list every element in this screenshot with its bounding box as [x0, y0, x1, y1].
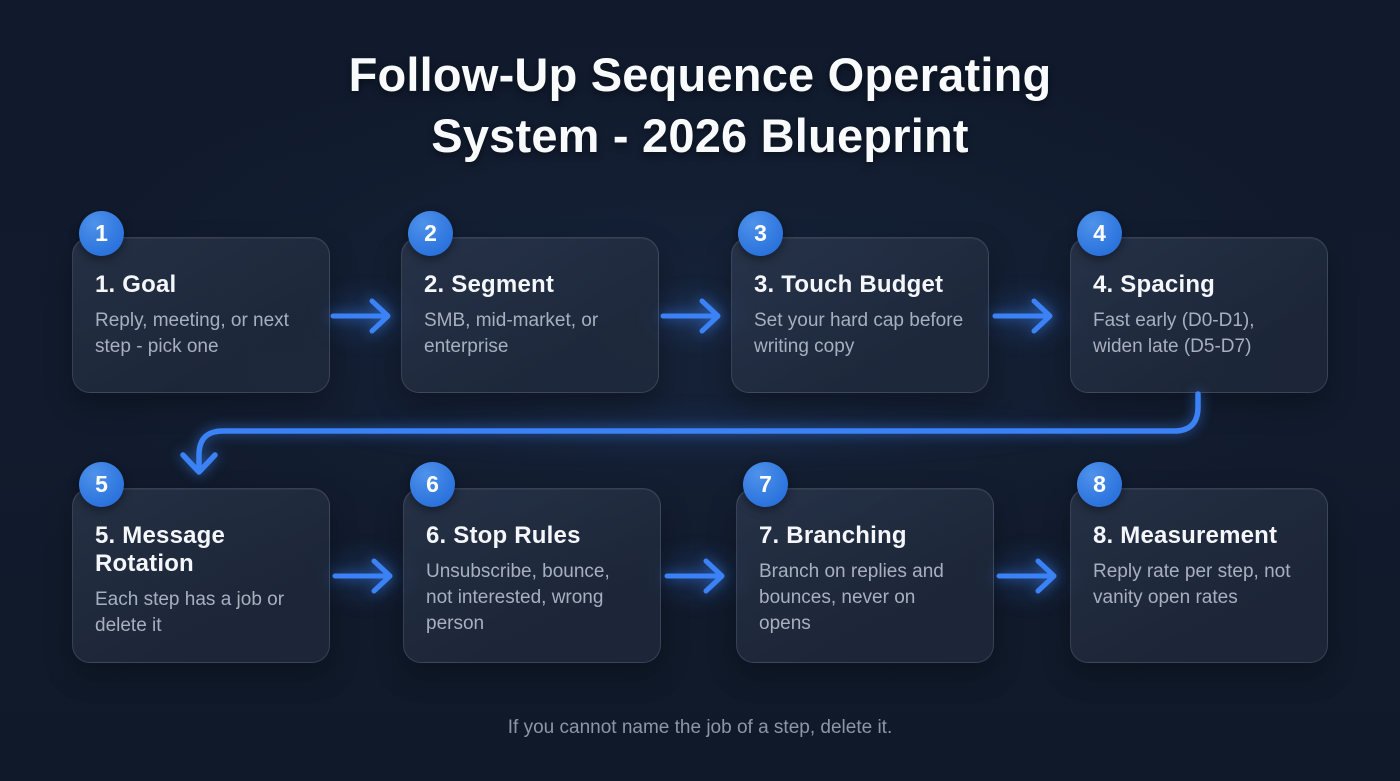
arrow-right-icon	[664, 554, 736, 598]
arrow-right-icon	[660, 294, 732, 338]
step-description: Fast early (D0-D1), widen late (D5-D7)	[1093, 310, 1255, 357]
step-title: 7. Branching	[759, 522, 907, 549]
step-description: Set your hard cap before writing copy	[754, 310, 964, 357]
arrow-right-icon	[330, 294, 402, 338]
step-number-badge: 4	[1077, 211, 1122, 256]
step-number-badge: 6	[410, 462, 455, 507]
step-card-segment: 2 2. Segment SMB, mid-market, or enterpr…	[401, 211, 659, 393]
step-number-badge: 1	[79, 211, 124, 256]
step-card-message-rotation: 5 5. Message Rotation Each step has a jo…	[72, 462, 330, 663]
step-number-badge: 7	[743, 462, 788, 507]
step-description: Reply, meeting, or next step - pick one	[95, 310, 289, 357]
step-number-badge: 2	[408, 211, 453, 256]
step-title: 5. Message Rotation	[95, 522, 226, 577]
page-title-line1: Follow-Up Sequence Operating	[348, 48, 1052, 101]
step-number-badge: 3	[738, 211, 783, 256]
row-wrap-connector-arrow	[160, 391, 1240, 485]
step-description: Each step has a job or delete it	[95, 589, 285, 636]
step-title: 8. Measurement	[1093, 522, 1278, 549]
step-number-badge: 8	[1077, 462, 1122, 507]
arrow-right-icon	[332, 554, 404, 598]
step-card-spacing: 4 4. Spacing Fast early (D0-D1), widen l…	[1070, 211, 1328, 393]
step-description: Branch on replies and bounces, never on …	[759, 561, 944, 634]
step-title: 4. Spacing	[1093, 271, 1216, 298]
step-description: Reply rate per step, not vanity open rat…	[1093, 561, 1291, 608]
step-title: 6. Stop Rules	[426, 522, 581, 549]
footer-note: If you cannot name the job of a step, de…	[507, 717, 893, 738]
arrow-right-icon	[992, 294, 1064, 338]
arrow-right-icon	[996, 554, 1068, 598]
step-title: 3. Touch Budget	[754, 271, 944, 298]
step-number-badge: 5	[79, 462, 124, 507]
page-title: Follow-Up Sequence Operating System - 20…	[0, 44, 1400, 166]
step-card-goal: 1 1. Goal Reply, meeting, or next step -…	[72, 211, 330, 393]
step-description: Unsubscribe, bounce, not interested, wro…	[426, 561, 610, 634]
step-card-branching: 7 7. Branching Branch on replies and bou…	[736, 462, 994, 663]
step-card-measurement: 8 8. Measurement Reply rate per step, no…	[1070, 462, 1328, 663]
step-title: 1. Goal	[95, 271, 177, 298]
step-description: SMB, mid-market, or enterprise	[424, 310, 599, 357]
step-card-stop-rules: 6 6. Stop Rules Unsubscribe, bounce, not…	[403, 462, 661, 663]
step-card-touch-budget: 3 3. Touch Budget Set your hard cap befo…	[731, 211, 989, 393]
page-title-line2: System - 2026 Blueprint	[431, 109, 969, 162]
step-title: 2. Segment	[424, 271, 555, 298]
